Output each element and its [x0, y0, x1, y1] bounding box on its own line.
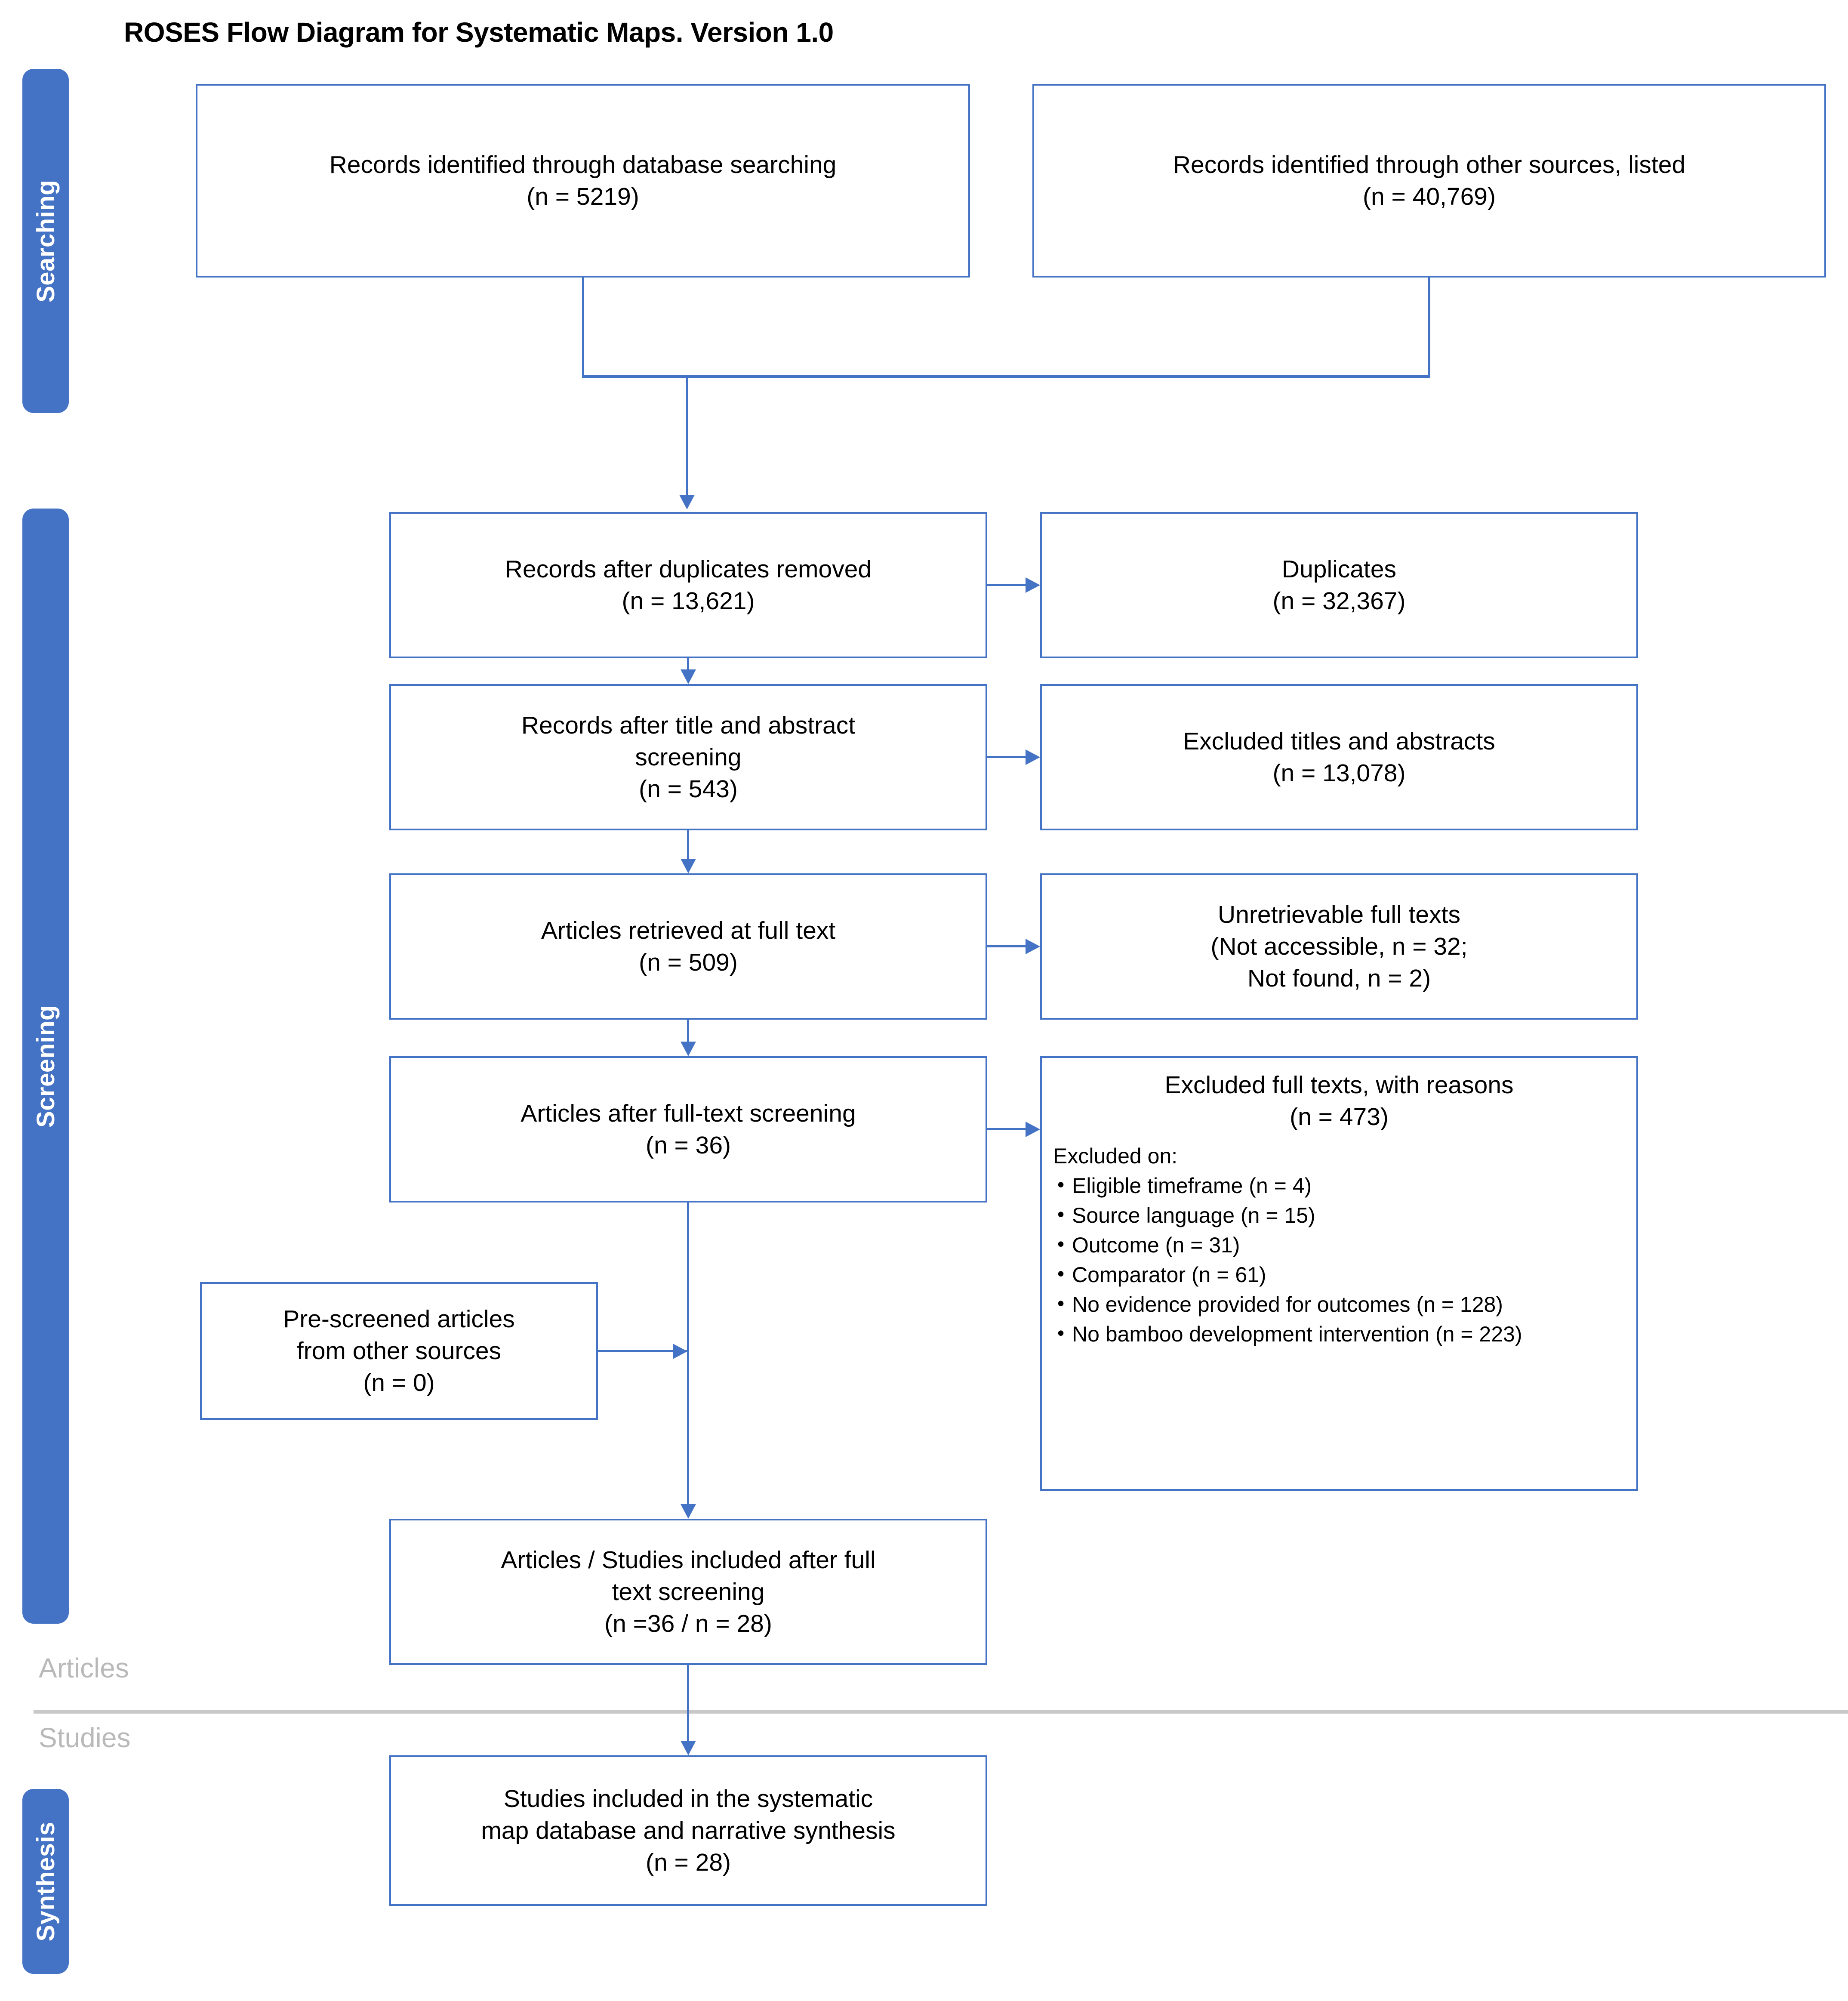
list-item: Comparator (n = 61) — [1053, 1261, 1625, 1289]
connector-fulltext-to-after-fulltext — [687, 1020, 689, 1042]
connector-included-to-synthesis — [687, 1665, 689, 1742]
connector-dedup-to-title-abstract — [687, 658, 689, 670]
connector-other-to-merge — [1428, 277, 1430, 376]
arrowhead-to-synthesis — [681, 1741, 696, 1755]
box-unretrievable-line1: Unretrievable full texts — [1218, 900, 1460, 928]
phase-tab-synthesis-label: Synthesis — [31, 1821, 60, 1942]
arrowhead-to-excluded-titles — [1026, 749, 1040, 765]
box-db-search-line1: Records identified through database sear… — [329, 151, 837, 179]
box-excluded-fulltext-subheading: Excluded on: — [1053, 1144, 1178, 1169]
box-unretrievable-full-texts: Unretrievable full texts (Not accessible… — [1040, 873, 1638, 1020]
divider-label-studies: Studies — [39, 1722, 131, 1753]
arrowhead-to-included — [681, 1504, 696, 1519]
box-synthesis-line3: (n = 28) — [645, 1849, 731, 1877]
arrowhead-to-excluded-reasons — [1026, 1122, 1040, 1137]
box-after-fulltext-line2: (n = 36) — [645, 1132, 731, 1159]
list-item: Eligible timeframe (n = 4) — [1053, 1172, 1625, 1200]
arrowhead-to-title-abstract — [681, 669, 696, 684]
connector-db-to-merge — [582, 277, 584, 376]
box-excluded-fulltext-header1: Excluded full texts, with reasons — [1164, 1071, 1514, 1099]
connector-dedup-to-duplicates — [987, 584, 1026, 586]
box-title-abstract-line1: Records after title and abstract — [521, 711, 856, 739]
page-title: ROSES Flow Diagram for Systematic Maps. … — [124, 17, 834, 48]
box-studies-included-systematic-map: Studies included in the systematic map d… — [389, 1755, 987, 1906]
arrowhead-to-dedup — [679, 495, 695, 509]
box-other-sources-line1: Records identified through other sources… — [1173, 151, 1686, 179]
connector-merge-to-dedup — [686, 375, 688, 496]
connector-title-abstract-to-excluded — [987, 756, 1026, 758]
box-prescreened-line3: (n = 0) — [363, 1369, 435, 1397]
box-articles-retrieved-full-text: Articles retrieved at full text (n = 509… — [389, 873, 987, 1020]
box-duplicates: Duplicates (n = 32,367) — [1040, 512, 1638, 658]
box-included-line3: (n =36 / n = 28) — [604, 1610, 772, 1638]
phase-tab-searching: Searching — [22, 69, 69, 413]
articles-studies-divider — [34, 1710, 1848, 1714]
box-included-line2: text screening — [612, 1578, 765, 1606]
box-excluded-titles-abstracts: Excluded titles and abstracts (n = 13,07… — [1040, 684, 1638, 830]
box-records-after-duplicates-removed: Records after duplicates removed (n = 13… — [389, 512, 987, 658]
box-pre-screened-articles-other-sources: Pre-screened articles from other sources… — [200, 1282, 598, 1420]
list-item: No bamboo development intervention (n = … — [1053, 1320, 1625, 1348]
excluded-reasons-header: Excluded full texts, with reasons (n = 4… — [1053, 1069, 1625, 1133]
box-excluded-fulltext-header2: (n = 473) — [1290, 1103, 1389, 1131]
box-fulltext-ret-line2: (n = 509) — [639, 949, 738, 976]
box-dedup-line1: Records after duplicates removed — [505, 555, 872, 583]
excluded-reasons-list: Eligible timeframe (n = 4) Source langua… — [1053, 1170, 1625, 1348]
connector-after-fulltext-to-excluded-reasons — [987, 1128, 1026, 1130]
box-articles-after-full-text-screening: Articles after full-text screening (n = … — [389, 1056, 987, 1202]
box-records-database-searching: Records identified through database sear… — [196, 84, 970, 277]
box-unretrievable-line2: (Not accessible, n = 32; — [1210, 932, 1468, 960]
box-records-other-sources: Records identified through other sources… — [1032, 84, 1826, 277]
arrowhead-to-fulltext-retrieved — [681, 859, 696, 873]
list-item: Source language (n = 15) — [1053, 1202, 1625, 1230]
phase-tab-screening: Screening — [22, 509, 69, 1624]
connector-after-fulltext-to-included — [687, 1202, 689, 1506]
arrowhead-to-after-fulltext — [681, 1042, 696, 1056]
box-duplicates-line2: (n = 32,367) — [1272, 587, 1406, 615]
box-prescreened-line2: from other sources — [296, 1337, 502, 1365]
phase-tab-screening-label: Screening — [31, 1005, 60, 1128]
box-fulltext-ret-line1: Articles retrieved at full text — [541, 916, 836, 944]
phase-tab-synthesis: Synthesis — [22, 1789, 69, 1974]
connector-fulltext-to-unretrievable — [987, 945, 1026, 947]
box-excluded-full-texts-with-reasons: Excluded full texts, with reasons (n = 4… — [1040, 1056, 1638, 1491]
box-included-line1: Articles / Studies included after full — [501, 1546, 876, 1574]
box-other-sources-line2: (n = 40,769) — [1363, 183, 1496, 210]
arrowhead-to-duplicates — [1026, 577, 1040, 593]
box-after-fulltext-line1: Articles after full-text screening — [521, 1099, 856, 1127]
connector-prescreened-to-spine — [598, 1350, 689, 1352]
box-duplicates-line1: Duplicates — [1281, 555, 1397, 583]
box-unretrievable-line3: Not found, n = 2) — [1247, 965, 1431, 993]
divider-label-articles: Articles — [39, 1653, 129, 1683]
box-title-abstract-line2: screening — [635, 743, 742, 771]
box-prescreened-line1: Pre-screened articles — [283, 1305, 515, 1333]
box-title-abstract-line3: (n = 543) — [639, 775, 738, 803]
phase-tab-searching-label: Searching — [31, 179, 60, 302]
box-articles-studies-included: Articles / Studies included after full t… — [389, 1519, 987, 1665]
box-excl-titles-line1: Excluded titles and abstracts — [1183, 727, 1495, 755]
list-item: No evidence provided for outcomes (n = 1… — [1053, 1291, 1625, 1319]
box-synthesis-line2: map database and narrative synthesis — [481, 1816, 896, 1844]
connector-title-abstract-to-fulltext — [687, 830, 689, 860]
box-dedup-line2: (n = 13,621) — [622, 587, 755, 615]
box-records-after-title-abstract-screening: Records after title and abstract screeni… — [389, 684, 987, 830]
box-synthesis-line1: Studies included in the systematic — [503, 1785, 873, 1813]
list-item: Outcome (n = 31) — [1053, 1231, 1625, 1259]
arrowhead-prescreened-join — [673, 1344, 687, 1359]
box-excl-titles-line2: (n = 13,078) — [1272, 759, 1406, 787]
arrowhead-to-unretrievable — [1026, 939, 1040, 954]
box-db-search-line2: (n = 5219) — [527, 183, 639, 210]
connector-merge-bar — [582, 375, 1430, 378]
